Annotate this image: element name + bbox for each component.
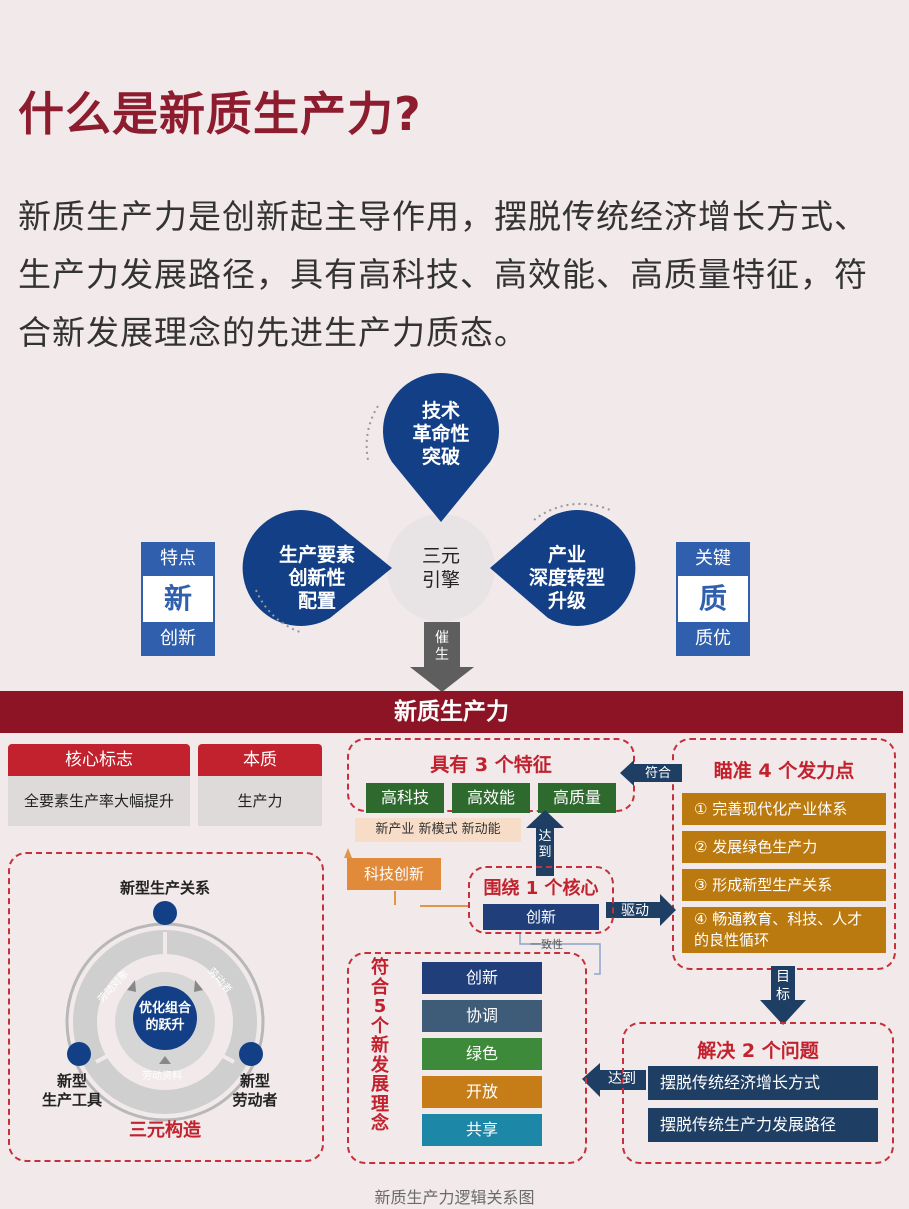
solve-box: 解决 2 个问题 bbox=[622, 1022, 894, 1164]
reach-up-arrow bbox=[526, 810, 564, 876]
engine-center-label: 三元 引擎 bbox=[421, 545, 460, 591]
triad-node-top bbox=[153, 901, 177, 925]
triad-diagram bbox=[65, 901, 265, 1122]
fit-arrow bbox=[620, 760, 682, 786]
engine-right-label: 产业 深度转型 升级 bbox=[528, 543, 605, 612]
idea-item: 协调 bbox=[422, 1000, 542, 1032]
essence-tag-head: 本质 bbox=[198, 744, 322, 776]
reach2-label: 达到 bbox=[608, 1071, 636, 1087]
tech-innovation-box: 科技创新 bbox=[347, 858, 441, 890]
figure-caption: 新质生产力逻辑关系图 bbox=[374, 1188, 535, 1207]
fit-label: 符合 bbox=[644, 766, 671, 781]
feature-box-right-bottom: 质优 bbox=[676, 622, 750, 656]
feature-chip: 高科技 bbox=[366, 783, 444, 813]
ideas-box bbox=[347, 952, 587, 1164]
idea-item: 开放 bbox=[422, 1076, 542, 1108]
aim-item: ② 发展绿色生产力 bbox=[682, 831, 886, 863]
feature-box-left-top: 特点 bbox=[141, 542, 215, 576]
feature-chip: 高质量 bbox=[538, 783, 616, 813]
solve-title: 解决 2 个问题 bbox=[697, 1040, 819, 1062]
feature-box-left-bottom: 创新 bbox=[141, 622, 215, 656]
aim-item: ① 完善现代化产业体系 bbox=[682, 793, 886, 825]
triad-box bbox=[8, 852, 324, 1162]
ideas-title: 符 合 5 个 新 发 展 理 念 bbox=[371, 957, 389, 1134]
new-three-label: 新产业 新模式 新动能 bbox=[355, 818, 521, 842]
idea-item: 创新 bbox=[422, 962, 542, 994]
reach-left-arrow bbox=[582, 1063, 646, 1097]
idea-item: 共享 bbox=[422, 1114, 542, 1146]
solve-item: 摆脱传统经济增长方式 bbox=[648, 1066, 878, 1100]
feature-box-right-mid: 质 bbox=[676, 576, 750, 622]
triad-caption: 三元构造 bbox=[129, 1120, 201, 1141]
core-box: 围绕 1 个核心 创新 bbox=[468, 866, 614, 934]
idea-item: 绿色 bbox=[422, 1038, 542, 1070]
engine-left-drop bbox=[242, 510, 392, 626]
aim-item: ④ 畅通教育、科技、人才 的良性循环 bbox=[682, 907, 886, 953]
page-title: 什么是新质生产力? bbox=[18, 87, 422, 141]
core-tag-head: 核心标志 bbox=[8, 744, 190, 776]
triad-center-label: 优化组合 的跃升 bbox=[138, 1001, 191, 1033]
triad-node-left bbox=[67, 1042, 91, 1066]
aims-title: 瞄准 4 个发力点 bbox=[713, 760, 855, 782]
aims-box: 瞄准 4 个发力点 ① 完善现代化产业体系 ② 发展绿色生产力 ③ 形成新型生产… bbox=[672, 738, 896, 970]
down-arrow-head bbox=[410, 667, 474, 692]
core-title: 围绕 1 个核心 bbox=[483, 878, 599, 899]
feature-box-right: 关键 质 质优 bbox=[676, 542, 750, 656]
target-arrow bbox=[760, 966, 806, 1025]
solve-item: 摆脱传统生产力发展路径 bbox=[648, 1108, 878, 1142]
triad-node-right bbox=[239, 1042, 263, 1066]
features-title: 具有 3 个特征 bbox=[430, 754, 552, 776]
core-tag-body: 全要素生产率大幅提升 bbox=[8, 776, 190, 826]
feature-chip: 高效能 bbox=[452, 783, 530, 813]
drive-label: 驱动 bbox=[621, 903, 649, 919]
reach-label: 达 到 bbox=[538, 829, 552, 860]
essence-tag: 本质 生产力 bbox=[198, 744, 322, 826]
dotted-arc-top bbox=[365, 405, 379, 461]
intro-paragraph: 新质生产力是创新起主导作用，摆脱传统经济增长方式、生产力发展路径，具有高科技、高… bbox=[18, 197, 868, 352]
consistency-label: 一致性 bbox=[530, 938, 563, 951]
core-item: 创新 bbox=[483, 904, 599, 930]
engine-top-drop bbox=[382, 372, 499, 522]
engine-top-label: 技术 革命性 突破 bbox=[412, 399, 470, 468]
feature-box-right-top: 关键 bbox=[676, 542, 750, 576]
engine-left-label: 生产要素 创新性 配置 bbox=[278, 543, 355, 612]
essence-tag-body: 生产力 bbox=[198, 776, 322, 826]
dotted-arc-left bbox=[255, 589, 301, 633]
engine-right-drop bbox=[490, 510, 636, 626]
down-arrow-body bbox=[424, 622, 460, 667]
feature-box-left: 特点 新 创新 bbox=[141, 542, 215, 656]
aim-item: ③ 形成新型生产关系 bbox=[682, 869, 886, 901]
engine-diagram bbox=[242, 372, 636, 692]
ring-label-material: 劳动资料 bbox=[142, 1071, 182, 1082]
triad-left-label: 新型 生产工具 bbox=[41, 1072, 102, 1109]
engine-center-circle bbox=[387, 514, 495, 622]
down-arrow-label: 催 生 bbox=[435, 630, 449, 663]
feature-box-left-mid: 新 bbox=[141, 576, 215, 622]
triad-right-label: 新型 劳动者 bbox=[232, 1072, 278, 1109]
drive-arrow bbox=[606, 894, 676, 926]
target-label: 目 标 bbox=[776, 969, 790, 1003]
triad-top-label: 新型生产关系 bbox=[119, 879, 210, 897]
core-tag: 核心标志 全要素生产率大幅提升 bbox=[8, 744, 190, 826]
triad-center-circle bbox=[133, 986, 197, 1050]
banner: 新质生产力 bbox=[0, 691, 903, 733]
